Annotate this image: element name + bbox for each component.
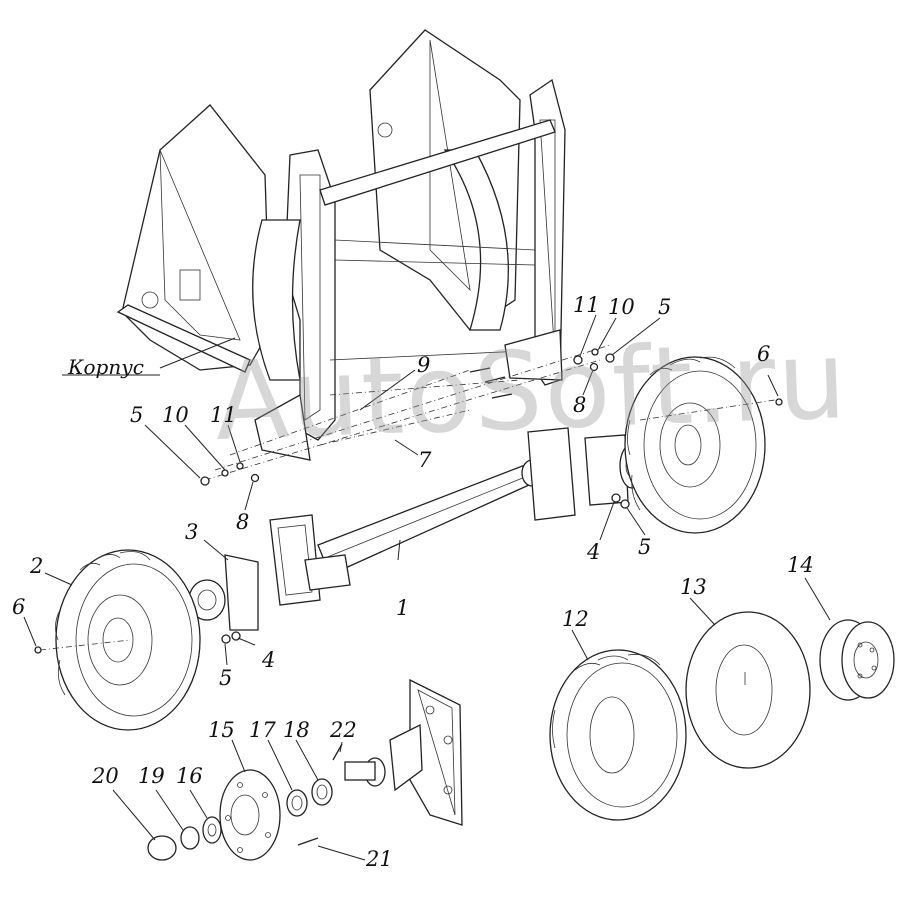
tube-13 [685, 611, 811, 769]
label-5-left-bottom: 5 [219, 666, 233, 690]
label-11-left: 11 [210, 403, 237, 427]
frame-body [116, 29, 566, 461]
label-5-right-top: 5 [658, 295, 672, 319]
label-12: 12 [562, 607, 589, 631]
label-1: 1 [396, 596, 410, 620]
label-21: 21 [366, 847, 393, 871]
label-3: 3 [185, 520, 199, 544]
label-6-right: 6 [757, 342, 771, 366]
label-4-right: 4 [587, 540, 601, 564]
label-5-left-top: 5 [130, 403, 144, 427]
label-4-left: 4 [262, 648, 276, 672]
label-10-right: 10 [608, 295, 635, 319]
tire-12 [549, 649, 687, 821]
left-hub-plate [188, 554, 259, 644]
label-7: 7 [418, 448, 432, 472]
fasteners [34, 344, 783, 654]
label-17: 17 [249, 718, 276, 742]
label-8-left: 8 [236, 510, 250, 534]
watermark: AutoSoft.ru [212, 317, 851, 466]
label-19: 19 [138, 764, 165, 788]
label-korpus: Корпус [68, 355, 145, 379]
label-13: 13 [680, 575, 707, 599]
label-16: 16 [176, 764, 203, 788]
label-5-right-bottom: 5 [638, 535, 652, 559]
label-15: 15 [208, 718, 235, 742]
axle-beam [269, 427, 645, 606]
label-18: 18 [283, 718, 310, 742]
label-6-left: 6 [12, 595, 26, 619]
label-9: 9 [417, 353, 431, 377]
leader-lines [23, 314, 831, 861]
label-22: 22 [330, 718, 357, 742]
label-2: 2 [30, 554, 44, 578]
wheel-left [55, 549, 201, 731]
rim-14 [819, 619, 895, 701]
label-14: 14 [787, 553, 814, 577]
wheel-right [624, 356, 766, 534]
label-8-right: 8 [573, 393, 587, 417]
label-11-right: 11 [573, 293, 600, 317]
label-20: 20 [92, 764, 119, 788]
label-10-left: 10 [162, 403, 189, 427]
hub-exploded [147, 678, 463, 861]
